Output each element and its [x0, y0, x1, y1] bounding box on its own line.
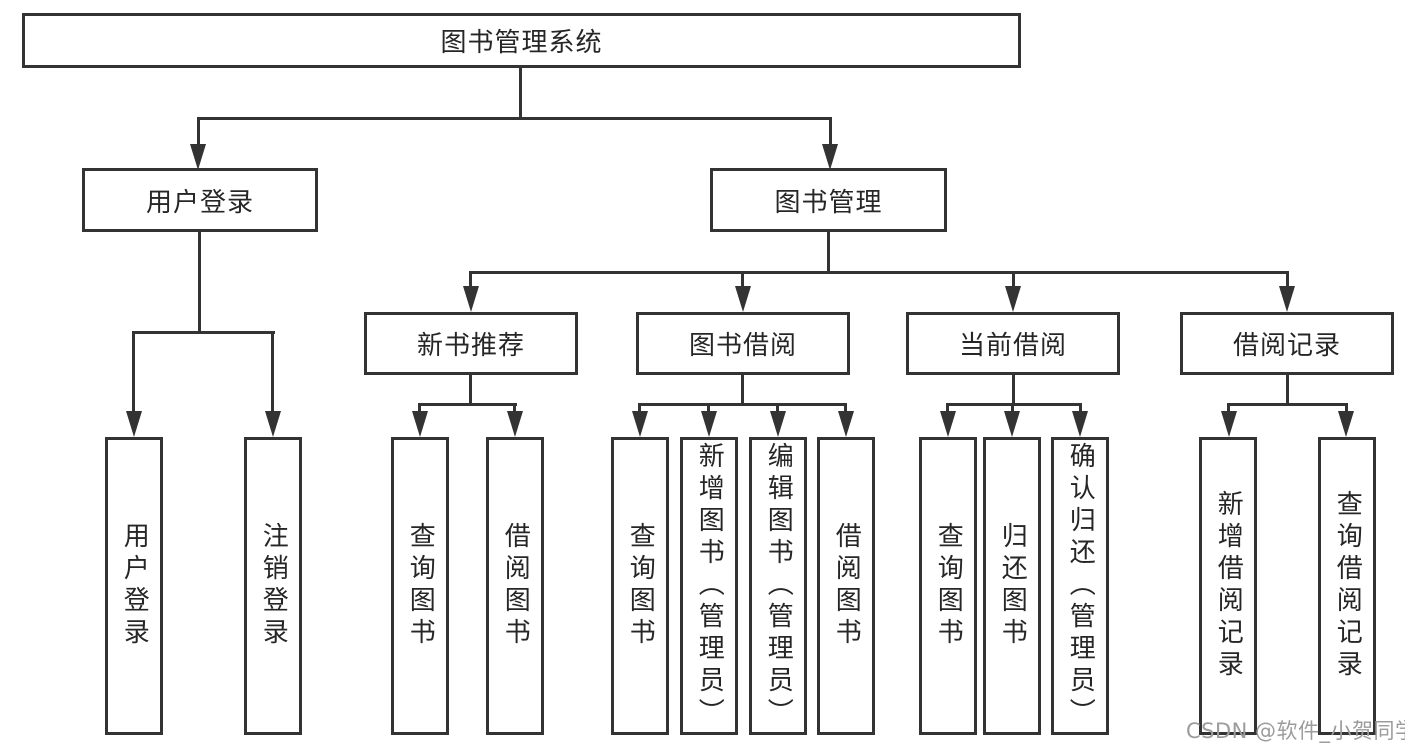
- line-segment: [418, 403, 517, 406]
- line-segment: [469, 375, 472, 406]
- arrowhead-down: [822, 144, 838, 170]
- arrowhead-down: [507, 411, 523, 437]
- node-label: 图书管理: [774, 187, 883, 218]
- line-segment: [132, 331, 135, 415]
- node-label: 新增图书（管理员）: [694, 442, 725, 730]
- arrowhead-down: [126, 411, 142, 437]
- arrowhead-down: [1338, 411, 1354, 437]
- line-segment: [1012, 271, 1015, 291]
- node-label: 编辑图书（管理员）: [763, 442, 794, 730]
- line-segment: [1011, 403, 1014, 415]
- leaf-edit-books-admin: 编辑图书（管理员）: [749, 437, 807, 735]
- leaf-borrow-books-recommend: 借阅图书: [486, 437, 544, 735]
- leaf-query-books-recommend: 查询图书: [391, 437, 449, 735]
- leaf-query-borrow-record: 查询借阅记录: [1318, 437, 1376, 735]
- line-segment: [741, 271, 744, 291]
- line-segment: [827, 232, 830, 274]
- arrowhead-down: [412, 411, 428, 437]
- arrowhead-down: [1279, 286, 1295, 312]
- node-label: 注销登录: [258, 522, 289, 650]
- node-label: 借阅记录: [1232, 331, 1341, 361]
- node-current-borrow: 当前借阅: [906, 312, 1120, 375]
- arrowhead-down: [940, 411, 956, 437]
- line-segment: [198, 232, 201, 334]
- node-label: 查询借阅记录: [1332, 490, 1363, 682]
- line-segment: [829, 117, 832, 149]
- line-segment: [469, 271, 1289, 274]
- arrowhead-down: [632, 411, 648, 437]
- line-segment: [776, 403, 779, 415]
- line-segment: [519, 68, 522, 119]
- node-label: 新书推荐: [416, 331, 525, 361]
- arrowhead-down: [1221, 411, 1237, 437]
- arrowhead-down: [265, 411, 281, 437]
- leaf-query-books-borrow: 查询图书: [611, 437, 669, 735]
- line-segment: [1227, 403, 1348, 406]
- line-segment: [469, 271, 472, 291]
- line-segment: [418, 403, 421, 415]
- node-book-borrow: 图书借阅: [636, 312, 850, 375]
- arrowhead-down: [190, 144, 206, 170]
- leaf-user-login: 用户登录: [105, 437, 163, 735]
- leaf-add-borrow-record: 新增借阅记录: [1199, 437, 1257, 735]
- line-segment: [946, 403, 1082, 406]
- leaf-logout-login: 注销登录: [244, 437, 302, 735]
- node-label: 查询图书: [933, 522, 964, 650]
- line-segment: [638, 403, 847, 406]
- leaf-borrow-books-borrow: 借阅图书: [817, 437, 875, 735]
- arrowhead-down: [1072, 411, 1088, 437]
- line-segment: [741, 375, 744, 406]
- line-segment: [1286, 375, 1289, 406]
- leaf-confirm-return-admin: 确认归还（管理员）: [1051, 437, 1109, 735]
- line-segment: [1012, 375, 1015, 406]
- line-segment: [513, 403, 516, 415]
- line-segment: [132, 331, 275, 334]
- node-label: 借阅图书: [831, 522, 862, 650]
- line-segment: [271, 331, 274, 415]
- line-segment: [1345, 403, 1348, 415]
- node-borrow-records: 借阅记录: [1180, 312, 1394, 375]
- node-label: 借阅图书: [500, 522, 531, 650]
- node-label: 新增借阅记录: [1213, 490, 1244, 682]
- leaf-add-books-admin: 新增图书（管理员）: [680, 437, 738, 735]
- arrowhead-down: [1005, 286, 1021, 312]
- arrowhead-down: [1004, 411, 1020, 437]
- arrowhead-down: [770, 411, 786, 437]
- arrowhead-down: [463, 286, 479, 312]
- node-user-login: 用户登录: [82, 168, 318, 232]
- node-label: 归还图书: [997, 522, 1028, 650]
- node-label: 确认归还（管理员）: [1065, 442, 1096, 730]
- node-new-book-recommend: 新书推荐: [364, 312, 578, 375]
- node-label: 用户登录: [119, 522, 150, 650]
- node-label: 图书借阅: [688, 331, 797, 361]
- node-label: 查询图书: [405, 522, 436, 650]
- leaf-query-books-current: 查询图书: [919, 437, 977, 735]
- line-segment: [844, 403, 847, 415]
- line-segment: [638, 403, 641, 415]
- line-segment: [197, 117, 832, 120]
- line-segment: [1227, 403, 1230, 415]
- node-label: 用户登录: [145, 187, 254, 218]
- node-book-management: 图书管理: [710, 168, 947, 232]
- arrowhead-down: [735, 286, 751, 312]
- line-segment: [946, 403, 949, 415]
- node-label: 图书管理系统: [440, 28, 603, 58]
- line-segment: [1079, 403, 1082, 415]
- csdn-watermark: CSDN @软件_小贺同学: [1186, 719, 1405, 743]
- node-label: 查询图书: [625, 522, 656, 650]
- arrowhead-down: [701, 411, 717, 437]
- leaf-return-books: 归还图书: [983, 437, 1041, 735]
- line-segment: [707, 403, 710, 415]
- line-segment: [1286, 271, 1289, 291]
- arrowhead-down: [838, 411, 854, 437]
- node-book-management-system: 图书管理系统: [22, 13, 1021, 68]
- line-segment: [197, 117, 200, 149]
- node-label: 当前借阅: [958, 331, 1067, 361]
